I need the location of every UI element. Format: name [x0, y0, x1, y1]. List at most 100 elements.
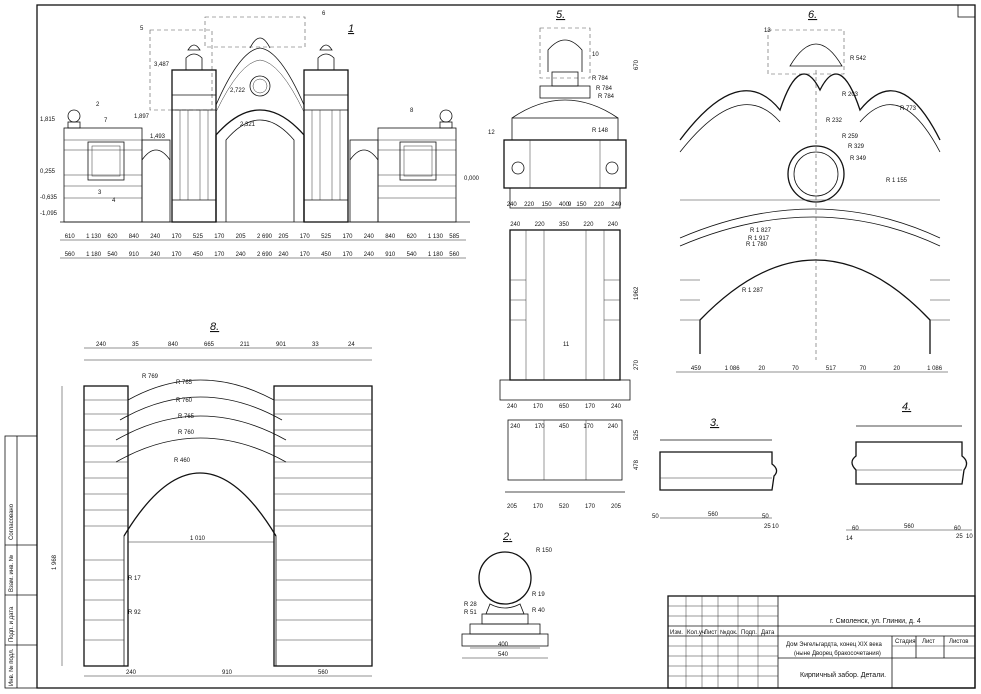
tb-h-list: Лист	[704, 630, 717, 636]
v1-dim-top-13: 170	[343, 234, 354, 240]
v1-level-2722: 2,722	[230, 88, 246, 94]
v8-dim-top-3: 665	[204, 342, 215, 348]
v1-callout-8: 8	[410, 108, 414, 114]
v8-radius-7: R 92	[128, 610, 141, 616]
v8-radius-6: R 17	[128, 576, 141, 582]
view-8-number: 8.	[210, 321, 219, 333]
v5-dim-low-1: 170	[533, 404, 544, 410]
v5-dim-top-1: 220	[524, 202, 535, 208]
v1-level-2321: 2,321	[240, 122, 256, 128]
v1-level-1493: 1,493	[150, 134, 166, 140]
view-8-brick-arch: 8. 1 010 1 968	[52, 321, 373, 677]
view-6-number: 6.	[808, 9, 817, 21]
tb-sheets: Листов	[949, 639, 969, 645]
v1-callout-7: 7	[104, 118, 108, 124]
v5-dim-base-1: 170	[535, 424, 546, 430]
v1-dim-top-17: 1 130	[428, 234, 444, 240]
v1-level-0000: 0,000	[464, 176, 480, 182]
v1-dim-bot-10: 240	[278, 252, 289, 258]
v8-dim-top-6: 33	[312, 342, 319, 348]
v1-dim-top-18: 585	[449, 234, 460, 240]
view-1-number: 1	[348, 23, 354, 35]
v2-r51: R 51	[464, 610, 477, 616]
v1-dim-top-1: 1 130	[86, 234, 102, 240]
v1-dim-top-2: 620	[107, 234, 118, 240]
v3-dim-560: 560	[708, 512, 719, 518]
view-5-number: 5.	[556, 9, 565, 21]
v1-level-1815: 1,815	[40, 117, 56, 123]
v6-label-3: R 232	[826, 118, 843, 124]
v1-dim-bot-18: 560	[449, 252, 460, 258]
view-4-number: 4.	[902, 401, 911, 413]
v6-dim-3: 70	[792, 366, 799, 372]
v1-dim-bot-5: 170	[172, 252, 183, 258]
v5-dim-low-4: 240	[611, 404, 622, 410]
v8-dim-top-5: 901	[276, 342, 287, 348]
v6-dim-6: 20	[893, 366, 900, 372]
v5-dim-top-4: 150	[576, 202, 587, 208]
v5-label-r784c: R 784	[598, 94, 615, 100]
v5-vert-dim-1: 1962	[634, 286, 640, 300]
v3-dim-50a: 50	[652, 514, 659, 520]
v5-dim-top-5: 220	[594, 202, 605, 208]
v1-level-0635: -0,635	[40, 195, 58, 201]
v5-dim-foot-2: 520	[559, 504, 570, 510]
v3-dim-25: 25	[764, 524, 771, 530]
v6-dim-4: 517	[826, 366, 837, 372]
v1-dim-top-11: 170	[300, 234, 311, 240]
v1-dim-bot-16: 540	[407, 252, 418, 258]
v5-vert-dim-0: 670	[634, 59, 640, 70]
v6-label-1: R 542	[850, 56, 867, 62]
v1-level-1095: -1,095	[40, 211, 58, 217]
v8-dim-bottom-0: 240	[126, 670, 137, 676]
v5-label-12: 12	[488, 130, 495, 136]
v5-dim-low-0: 240	[507, 404, 518, 410]
v5-dim-top-3: 400	[559, 202, 570, 208]
v5-vert-dim-4: 478	[634, 459, 640, 470]
v5-label-r784b: R 784	[596, 86, 613, 92]
v6-dim-5: 70	[860, 366, 867, 372]
v5-dim-mid-0: 240	[510, 222, 521, 228]
tb-h-izm: Изм.	[670, 630, 683, 636]
v4-dim-14: 14	[846, 536, 853, 542]
v1-dim-bot-14: 240	[364, 252, 375, 258]
tb-sheet-title: Кирпичный забор. Детали.	[800, 671, 886, 679]
v6-dim-1: 1 086	[725, 366, 741, 372]
v6-label-6: R 329	[848, 144, 865, 150]
tb-stage: Стадия	[895, 639, 915, 645]
v1-dim-bot-4: 240	[150, 252, 161, 258]
v6-label-7: R 349	[850, 156, 867, 162]
v8-dim-bottom-2: 560	[318, 670, 329, 676]
v5-label-r784a: R 784	[592, 76, 609, 82]
v8-radius-1: R 765	[176, 380, 193, 386]
v1-dim-top-9: 2 690	[257, 234, 273, 240]
v1-dim-top-7: 170	[214, 234, 225, 240]
v8-dim-top-4: 211	[240, 342, 250, 348]
v6-dim-0: 459	[691, 366, 702, 372]
v5-dim-foot-1: 170	[533, 504, 544, 510]
view-3-number: 3.	[710, 417, 719, 429]
v6-label-0: 13	[764, 28, 771, 34]
v5-dim-base-4: 240	[608, 424, 619, 430]
v6-label-8: R 1 155	[886, 178, 908, 184]
v1-level-0255: 0,255	[40, 169, 56, 175]
view-2-ball-finial: 2. R 150 R 28 R 51 R 19 R 40 400 540	[461, 531, 553, 659]
strip-label-sign-date: Подп. и дата	[9, 606, 15, 642]
v5-label-9: 9	[568, 202, 572, 208]
v5-dim-foot-0: 205	[507, 504, 518, 510]
v5-dim-low-2: 650	[559, 404, 570, 410]
view-5-pylon-detail: 5. 10 R 784 R 784 R 784 12 R 14	[488, 9, 640, 510]
v8-span: 1 010	[190, 536, 206, 542]
v4-dim-25: 25	[956, 534, 963, 540]
v1-dim-bot-9: 2 690	[257, 252, 273, 258]
title-block: г. Смоленск, ул. Глинки, д. 4 Изм. Кол.у…	[667, 595, 976, 689]
v1-dim-top-14: 240	[364, 234, 375, 240]
v1-dim-top-10: 205	[278, 234, 289, 240]
v1-callout-3: 3	[98, 190, 102, 196]
v8-dim-top-0: 240	[96, 342, 107, 348]
